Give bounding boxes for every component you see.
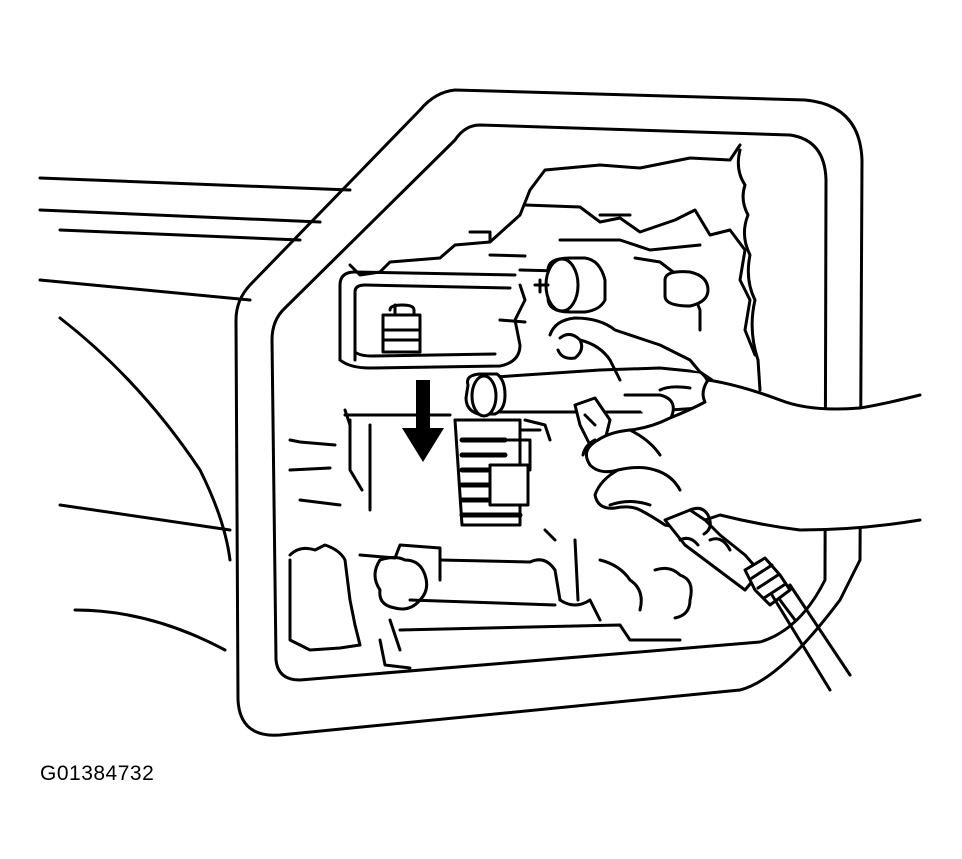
fluid-tube [338,270,527,370]
solenoid-cylinder [533,256,710,314]
air-blow-gun [464,316,711,447]
arrow-down-icon [402,380,444,462]
air-hose-coupler [663,506,852,692]
transmission-case-top [348,143,762,392]
transmission-case-lower [288,408,693,670]
vehicle-body-lines [38,176,352,652]
valve-body-sensor [453,418,552,527]
figure-code: G01384732 [40,762,155,785]
service-panel-frame [234,88,864,737]
